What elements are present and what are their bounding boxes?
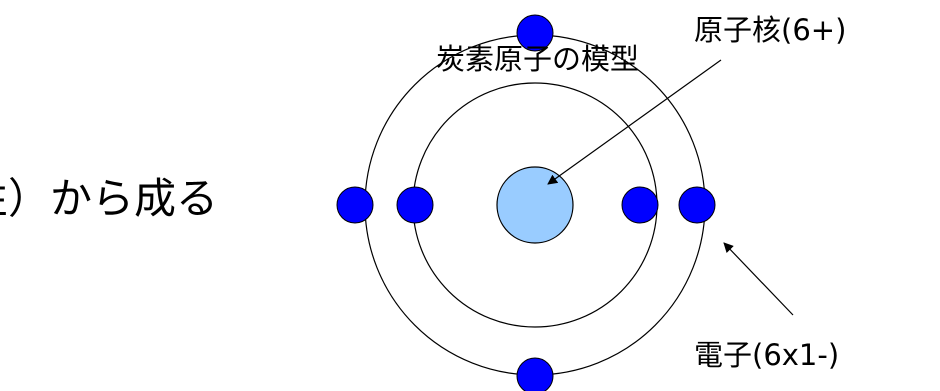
electron-outer-right [678,186,716,224]
electron-label: 電子(6x1-) [694,338,840,372]
electron-outer-left [336,186,374,224]
diagram-title: 炭素原子の模型 [436,42,640,76]
nucleus [496,166,574,244]
electron-outer-bottom [516,357,554,391]
electron-inner-right [621,186,659,224]
nucleus-label: 原子核(6+) [694,13,847,47]
electron-inner-left [396,186,434,224]
electron-outer-top [516,14,554,52]
electron-pointer-arrow [723,242,794,316]
body-text-fragment: 性）から成る [0,174,219,223]
nucleus-pointer-arrow [547,59,722,185]
